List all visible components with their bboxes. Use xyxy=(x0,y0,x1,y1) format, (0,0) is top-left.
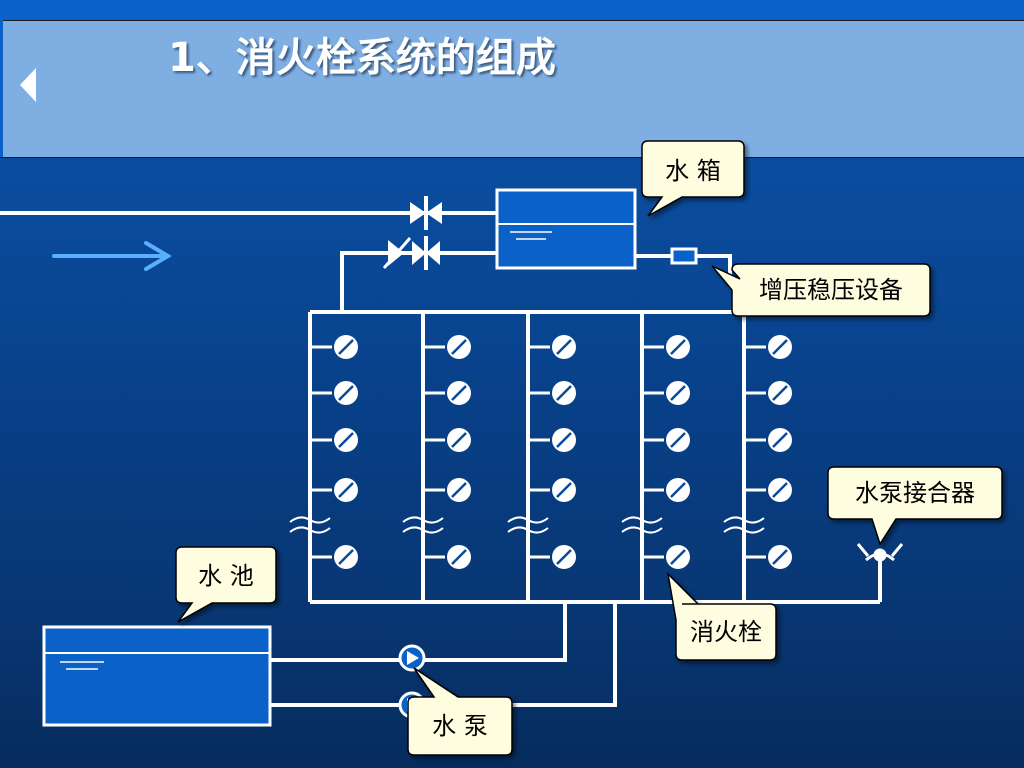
hydrant-icon xyxy=(552,335,576,359)
hydrant-icon xyxy=(768,478,792,502)
hydrant-icon xyxy=(666,381,690,405)
hydrant-icon xyxy=(334,478,358,502)
pipe-break-mark xyxy=(402,526,444,534)
hydrant-icon xyxy=(666,335,690,359)
hydrant-icon xyxy=(666,478,690,502)
gate-valve-icon xyxy=(412,236,440,270)
hydrant-icon xyxy=(552,381,576,405)
booster-device xyxy=(670,247,698,265)
callout-water-pool: 水 池 xyxy=(175,546,277,623)
header-band: 1、消火栓系统的组成 xyxy=(0,0,1024,158)
hydrant-icon xyxy=(768,335,792,359)
booster-pipe xyxy=(635,254,732,275)
pipe-break-mark xyxy=(621,516,663,524)
ring-main-pipes xyxy=(308,310,882,604)
hydrant-icon xyxy=(334,545,358,569)
hydrant-icon xyxy=(334,381,358,405)
hydrant-icon xyxy=(666,428,690,452)
water-tank xyxy=(495,188,637,270)
header-top-bar xyxy=(0,0,1024,20)
header-left-bar xyxy=(0,20,3,158)
callout-pump-connector: 水泵接合器 xyxy=(827,466,1003,546)
pump-pipes xyxy=(270,602,617,707)
pipe-break-mark xyxy=(507,526,549,534)
tank-outlet-pipe xyxy=(340,251,497,310)
hydrant-icon xyxy=(552,428,576,452)
callout-hydrant-label: 消火栓 xyxy=(690,618,762,646)
hydrant-group xyxy=(310,335,792,569)
hydrant-icon xyxy=(552,545,576,569)
pipe-break-mark xyxy=(723,526,765,534)
pipe-break-mark xyxy=(507,516,549,524)
pipe-break-group xyxy=(289,516,765,534)
pump-icon xyxy=(398,644,426,672)
callout-booster-label: 增压稳压设备 xyxy=(759,276,903,304)
pump-connector-icon xyxy=(856,543,904,562)
hydrant-icon xyxy=(447,545,471,569)
hydrant-icon xyxy=(447,381,471,405)
pipe-break-mark xyxy=(289,516,331,524)
callout-water-tank: 水 箱 xyxy=(641,140,745,217)
pipe-break-mark xyxy=(723,516,765,524)
hydrant-icon xyxy=(447,335,471,359)
hydrant-icon xyxy=(447,478,471,502)
check-valve-icon xyxy=(382,237,412,269)
back-arrow-icon[interactable] xyxy=(16,66,42,104)
callout-booster: 增压稳压设备 xyxy=(711,263,931,317)
hydrant-icon xyxy=(768,428,792,452)
hydrant-icon xyxy=(768,381,792,405)
hydrant-icon xyxy=(552,478,576,502)
callout-pump: 水 泵 xyxy=(407,667,513,756)
hydrant-icon xyxy=(447,428,471,452)
callout-hydrant: 消火栓 xyxy=(666,571,777,661)
callout-water-tank-label: 水 箱 xyxy=(665,157,721,185)
hydrant-icon xyxy=(334,428,358,452)
header-divider-bottom xyxy=(0,157,1024,158)
flow-arrow-icon xyxy=(52,241,172,271)
callout-pump-label: 水 泵 xyxy=(432,712,488,740)
pipe-break-mark xyxy=(621,526,663,534)
callout-pump-connector-label: 水泵接合器 xyxy=(855,479,975,507)
hydrant-icon xyxy=(768,545,792,569)
header-divider-top xyxy=(0,20,1024,21)
water-pool xyxy=(42,625,272,727)
slide-title: 1、消火栓系统的组成 xyxy=(168,35,556,81)
hydrant-icon xyxy=(666,545,690,569)
callout-water-pool-label: 水 池 xyxy=(198,562,254,590)
hydrant-icon xyxy=(334,335,358,359)
gate-valve-icon xyxy=(410,196,442,230)
pipe-break-mark xyxy=(402,516,444,524)
pipe-break-mark xyxy=(289,526,331,534)
